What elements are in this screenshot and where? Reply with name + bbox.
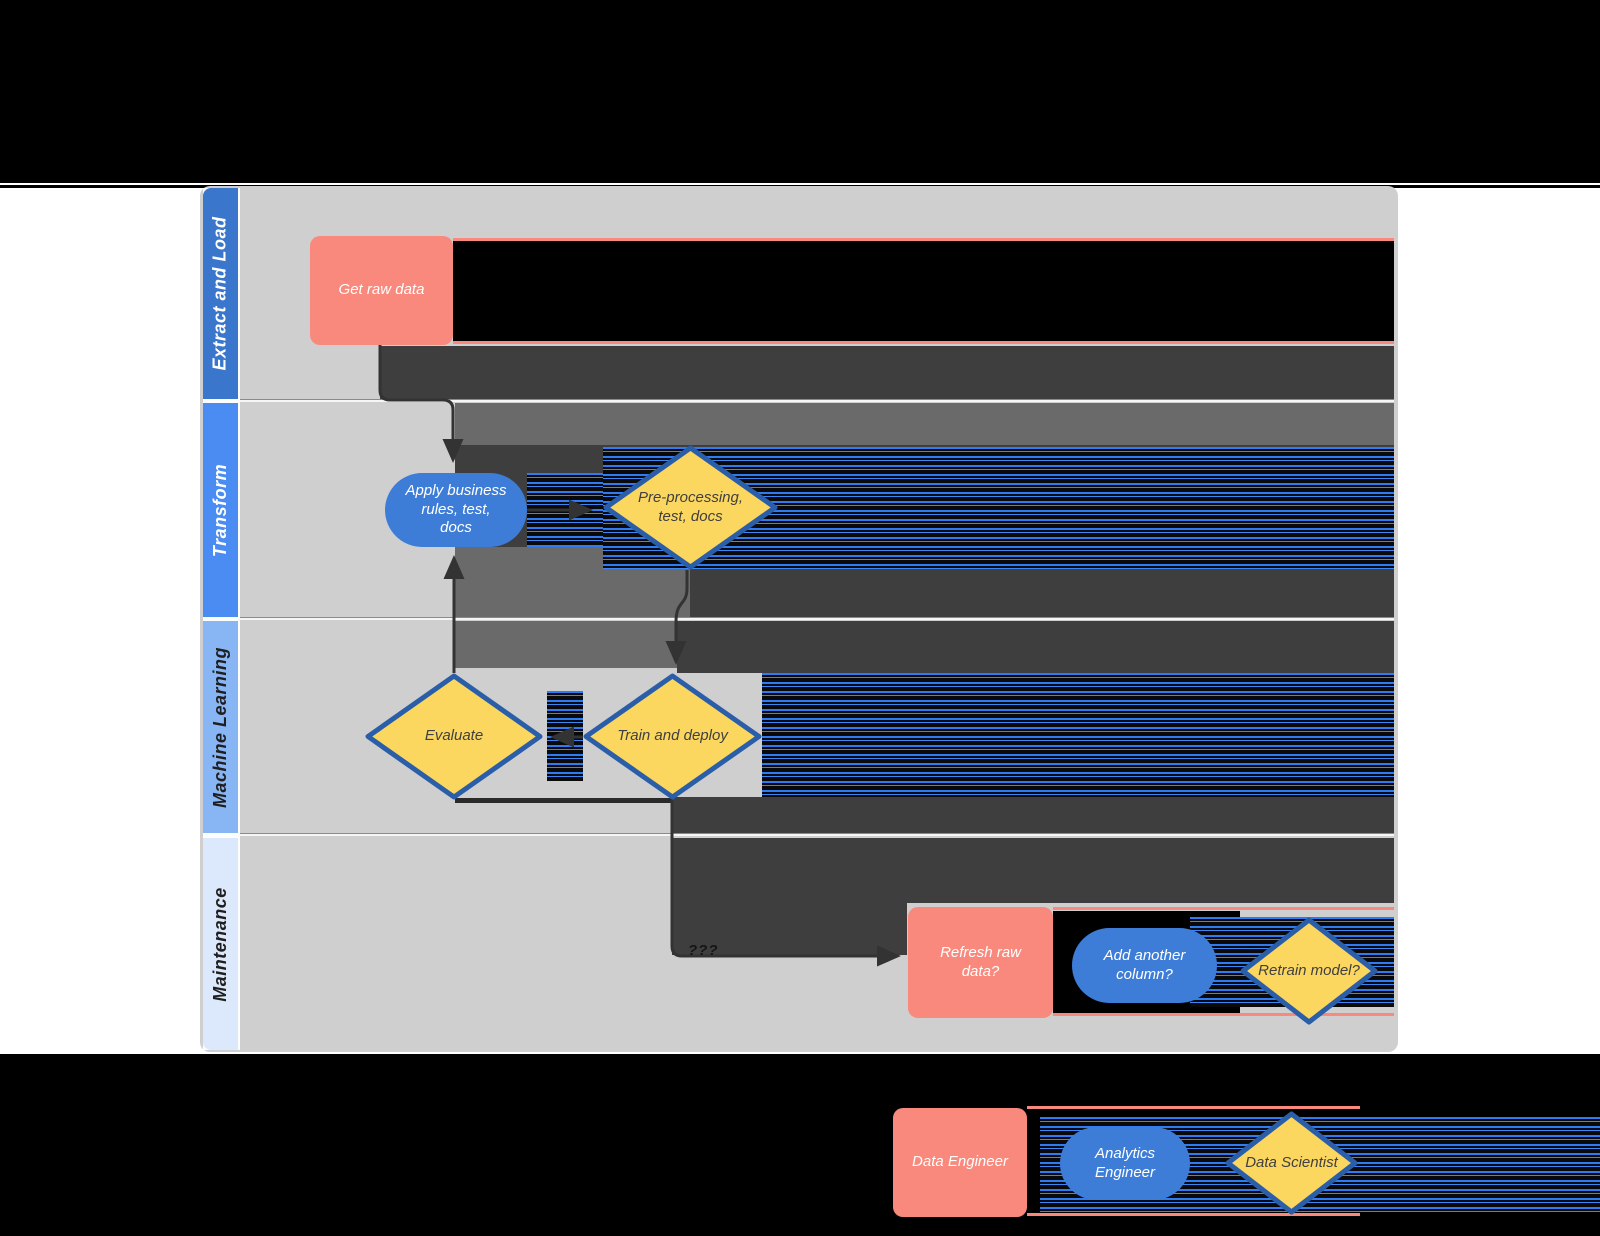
node-data-engineer[interactable]: Data Engineer <box>893 1108 1027 1217</box>
diamond-shape-icon <box>583 673 762 800</box>
artifact-blue-streaks <box>547 691 583 781</box>
lane-header-machine-learning[interactable]: Machine Learning <box>203 621 238 833</box>
node-get-raw-data[interactable]: Get raw data <box>310 236 453 345</box>
artifact-pink-line <box>1027 1213 1360 1216</box>
lane-label: Extract and Load <box>210 216 230 371</box>
node-pre-processing[interactable]: Pre-processing,test, docs <box>603 445 778 570</box>
diamond-shape-icon <box>1240 917 1378 1025</box>
lane-label: Machine Learning <box>210 646 230 808</box>
node-label: Get raw data <box>338 281 425 299</box>
node-data-scientist[interactable]: Data Scientist <box>1225 1111 1358 1215</box>
lane-divider <box>240 833 1394 836</box>
artifact-blue-streaks <box>527 473 603 547</box>
artifact-pink-line <box>1053 907 1394 910</box>
artifact-dark-region <box>380 346 1394 399</box>
diamond-shape-icon <box>365 673 543 800</box>
lane-divider <box>240 399 1394 402</box>
diamond-shape-icon <box>603 445 778 570</box>
node-label: Evaluate <box>424 727 484 745</box>
artifact-medium-region <box>455 621 677 668</box>
artifact-dark-region <box>677 621 1394 673</box>
node-label: Train and deploy <box>617 727 728 745</box>
lane-header-transform[interactable]: Transform <box>203 403 238 617</box>
artifact-pink-line <box>1053 1013 1394 1016</box>
lane-label: Transform <box>210 463 231 557</box>
artifact-dark-region <box>672 797 1394 833</box>
diamond-shape-icon <box>1225 1111 1358 1215</box>
node-label: Data Scientist <box>1245 1153 1338 1171</box>
artifact-blue-streaks <box>762 673 1394 797</box>
node-retrain-model[interactable]: Retrain model? <box>1240 917 1378 1025</box>
lane-header-extract-and-load[interactable]: Extract and Load <box>203 188 238 399</box>
artifact-dark-line <box>455 798 677 803</box>
artifact-dark-region <box>672 838 1394 903</box>
artifact-black-region <box>453 241 1394 341</box>
node-train-and-deploy[interactable]: Train and deploy <box>583 673 762 800</box>
artifact-medium-region <box>455 403 1394 445</box>
artifact-pink-line <box>453 238 1394 241</box>
edge-label-refresh: ??? <box>688 942 719 959</box>
node-evaluate[interactable]: Evaluate <box>365 673 543 800</box>
node-label: Retrain model? <box>1258 961 1360 979</box>
artifact-pink-line <box>453 341 1394 344</box>
artifact-pink-line <box>1027 1106 1360 1109</box>
lane-label: Maintenance <box>210 886 230 1002</box>
node-label: Data Engineer <box>912 1153 1008 1171</box>
node-label: Pre-processing,test, docs <box>637 488 744 525</box>
top-black-band <box>0 0 1600 183</box>
lane-header-maintenance[interactable]: Maintenance <box>203 838 238 1050</box>
lane-divider <box>240 617 1394 620</box>
